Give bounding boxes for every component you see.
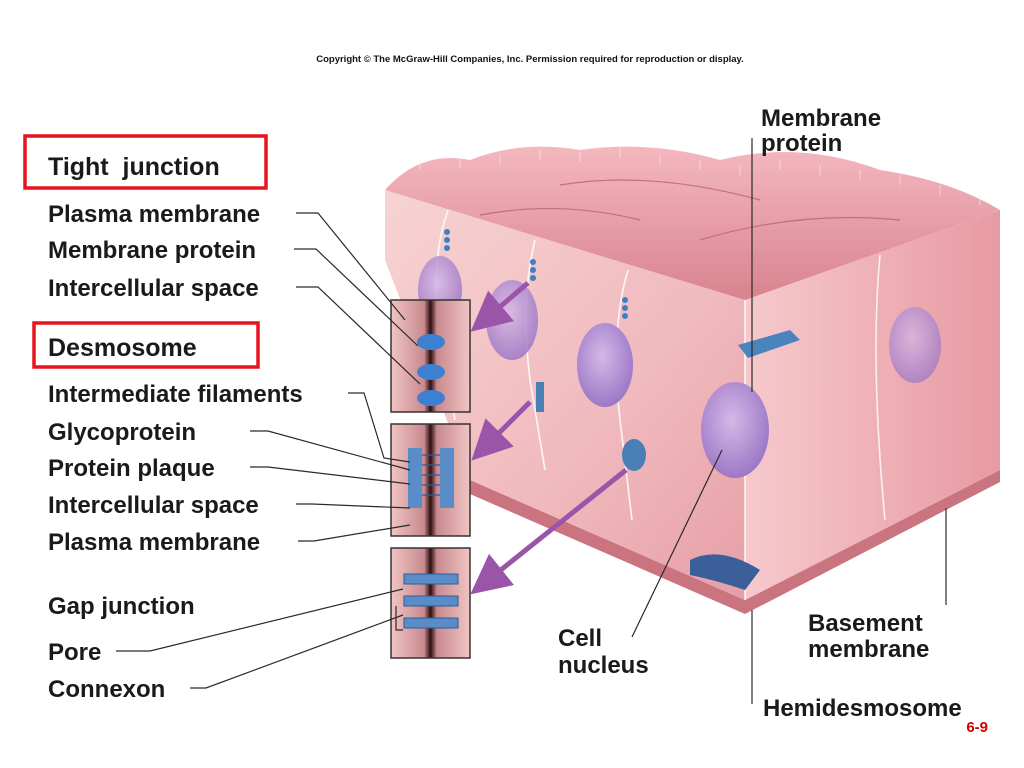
leader-lines [116, 138, 947, 704]
label-intermediate-filaments: Intermediate filaments [48, 381, 303, 408]
label-hemidesmosome: Hemidesmosome [763, 695, 962, 722]
tight-junction-highlight-box [23, 134, 268, 190]
label-intercellular-space-tight: Intercellular space [48, 275, 259, 302]
gap-junction-title: Gap junction [48, 593, 195, 620]
desmosome-highlight-box [32, 321, 260, 369]
epithelium-block-illustration [385, 146, 1000, 614]
label-basement-membrane-line2: membrane [808, 636, 929, 663]
inset-pointer-arrows [470, 281, 628, 595]
label-intercellular-space-desmosome: Intercellular space [48, 492, 259, 519]
tight-junction-title: Tight junction [48, 153, 220, 181]
copyright-notice: Copyright © The McGraw-Hill Companies, I… [316, 54, 744, 65]
label-cell-nucleus-line1: Cell [558, 625, 602, 652]
label-glycoprotein: Glycoprotein [48, 419, 196, 446]
label-membrane-protein-right-line1: Membrane [761, 105, 881, 132]
label-cell-nucleus-line2: nucleus [558, 652, 649, 679]
label-basement-membrane-line1: Basement [808, 610, 923, 637]
label-membrane-protein-right-line2: protein [761, 130, 842, 157]
desmosome-title: Desmosome [48, 334, 197, 362]
desmosome-inset [390, 423, 471, 537]
label-plasma-membrane-desmosome: Plasma membrane [48, 529, 260, 556]
label-protein-plaque: Protein plaque [48, 455, 215, 482]
gap-junction-inset [390, 547, 471, 659]
label-connexon: Connexon [48, 676, 165, 703]
page-number: 6-9 [966, 719, 988, 736]
label-pore: Pore [48, 639, 101, 666]
label-plasma-membrane-tight: Plasma membrane [48, 201, 260, 228]
label-membrane-protein-tight: Membrane protein [48, 237, 256, 264]
